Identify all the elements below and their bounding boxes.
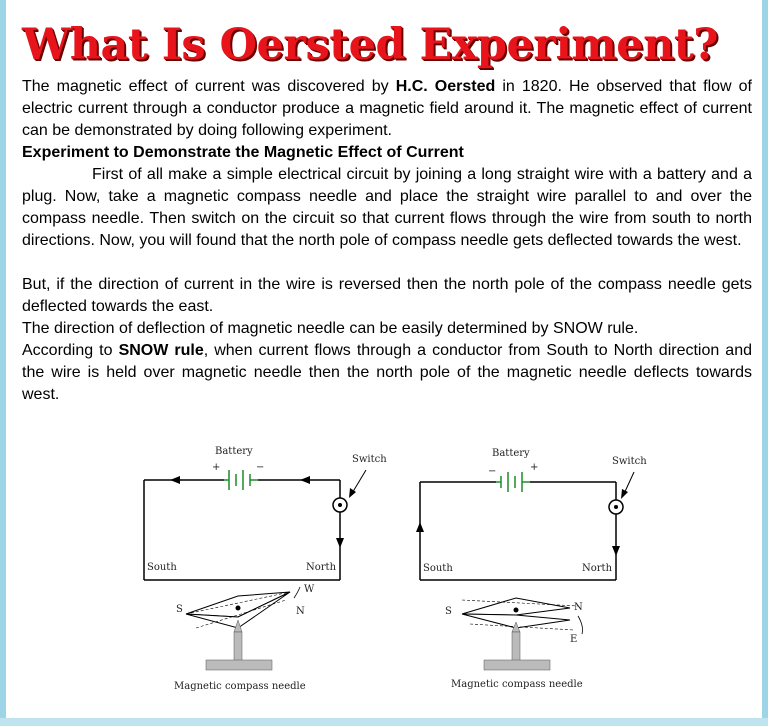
snow-rule-paragraph: According to SNOW rule, when current flo… [22, 340, 752, 406]
snow-text-2: , when current flows through a conductor… [22, 342, 753, 403]
left-minus-sign: − [256, 462, 264, 473]
left-caption: Magnetic compass needle [174, 681, 306, 692]
left-switch-label: Switch [352, 454, 387, 465]
left-w-label: W [304, 584, 315, 595]
left-n-label: N [296, 606, 305, 617]
page-frame-bottom [0, 718, 768, 726]
left-compass-needle-icon [185, 586, 301, 671]
reversed-current-paragraph: But, if the direction of current in the … [22, 276, 752, 315]
snow-rule-intro: The direction of deflection of magnetic … [22, 320, 639, 337]
left-s-label: S [176, 604, 183, 615]
page-frame-right [762, 0, 768, 726]
right-circuit-diagram: Battery + − Switch South North S N E Mag… [416, 448, 647, 690]
intro-paragraph: The magnetic effect of current was disco… [22, 76, 752, 142]
right-s-label: S [445, 606, 452, 617]
left-battery-icon [224, 470, 258, 490]
right-battery-label: Battery [492, 448, 530, 459]
right-e-label: E [570, 634, 577, 645]
right-south-label: South [423, 563, 453, 574]
oersted-name: H.C. Oersted [395, 78, 496, 95]
left-battery-label: Battery [215, 446, 253, 457]
intro-text-1: The magnetic effect of current was disco… [22, 78, 396, 95]
page-frame-left [0, 0, 6, 726]
right-caption: Magnetic compass needle [451, 679, 583, 690]
right-plus-sign: + [530, 462, 538, 473]
right-north-label: North [582, 563, 613, 574]
section-heading: Experiment to Demonstrate the Magnetic E… [22, 144, 464, 161]
right-switch-label: Switch [612, 456, 647, 467]
right-battery-icon [496, 472, 530, 492]
right-n-label: N [574, 602, 583, 613]
snow-text-1: According to [22, 342, 119, 359]
left-north-label: North [306, 562, 337, 573]
right-compass-needle-icon [461, 597, 583, 671]
left-south-label: South [147, 562, 177, 573]
intro-text-2: in 1820. He observed that flow of electr… [22, 78, 752, 139]
left-plus-sign: + [212, 462, 220, 473]
page-title: What Is Oersted Experiment? [22, 20, 718, 70]
snow-rule-bold: SNOW rule [118, 342, 204, 359]
experiment-paragraph: First of all make a simple electrical ci… [22, 166, 752, 249]
left-circuit-diagram: Battery + − Switch South North S W N Mag… [143, 446, 387, 692]
right-minus-sign: − [488, 466, 496, 477]
